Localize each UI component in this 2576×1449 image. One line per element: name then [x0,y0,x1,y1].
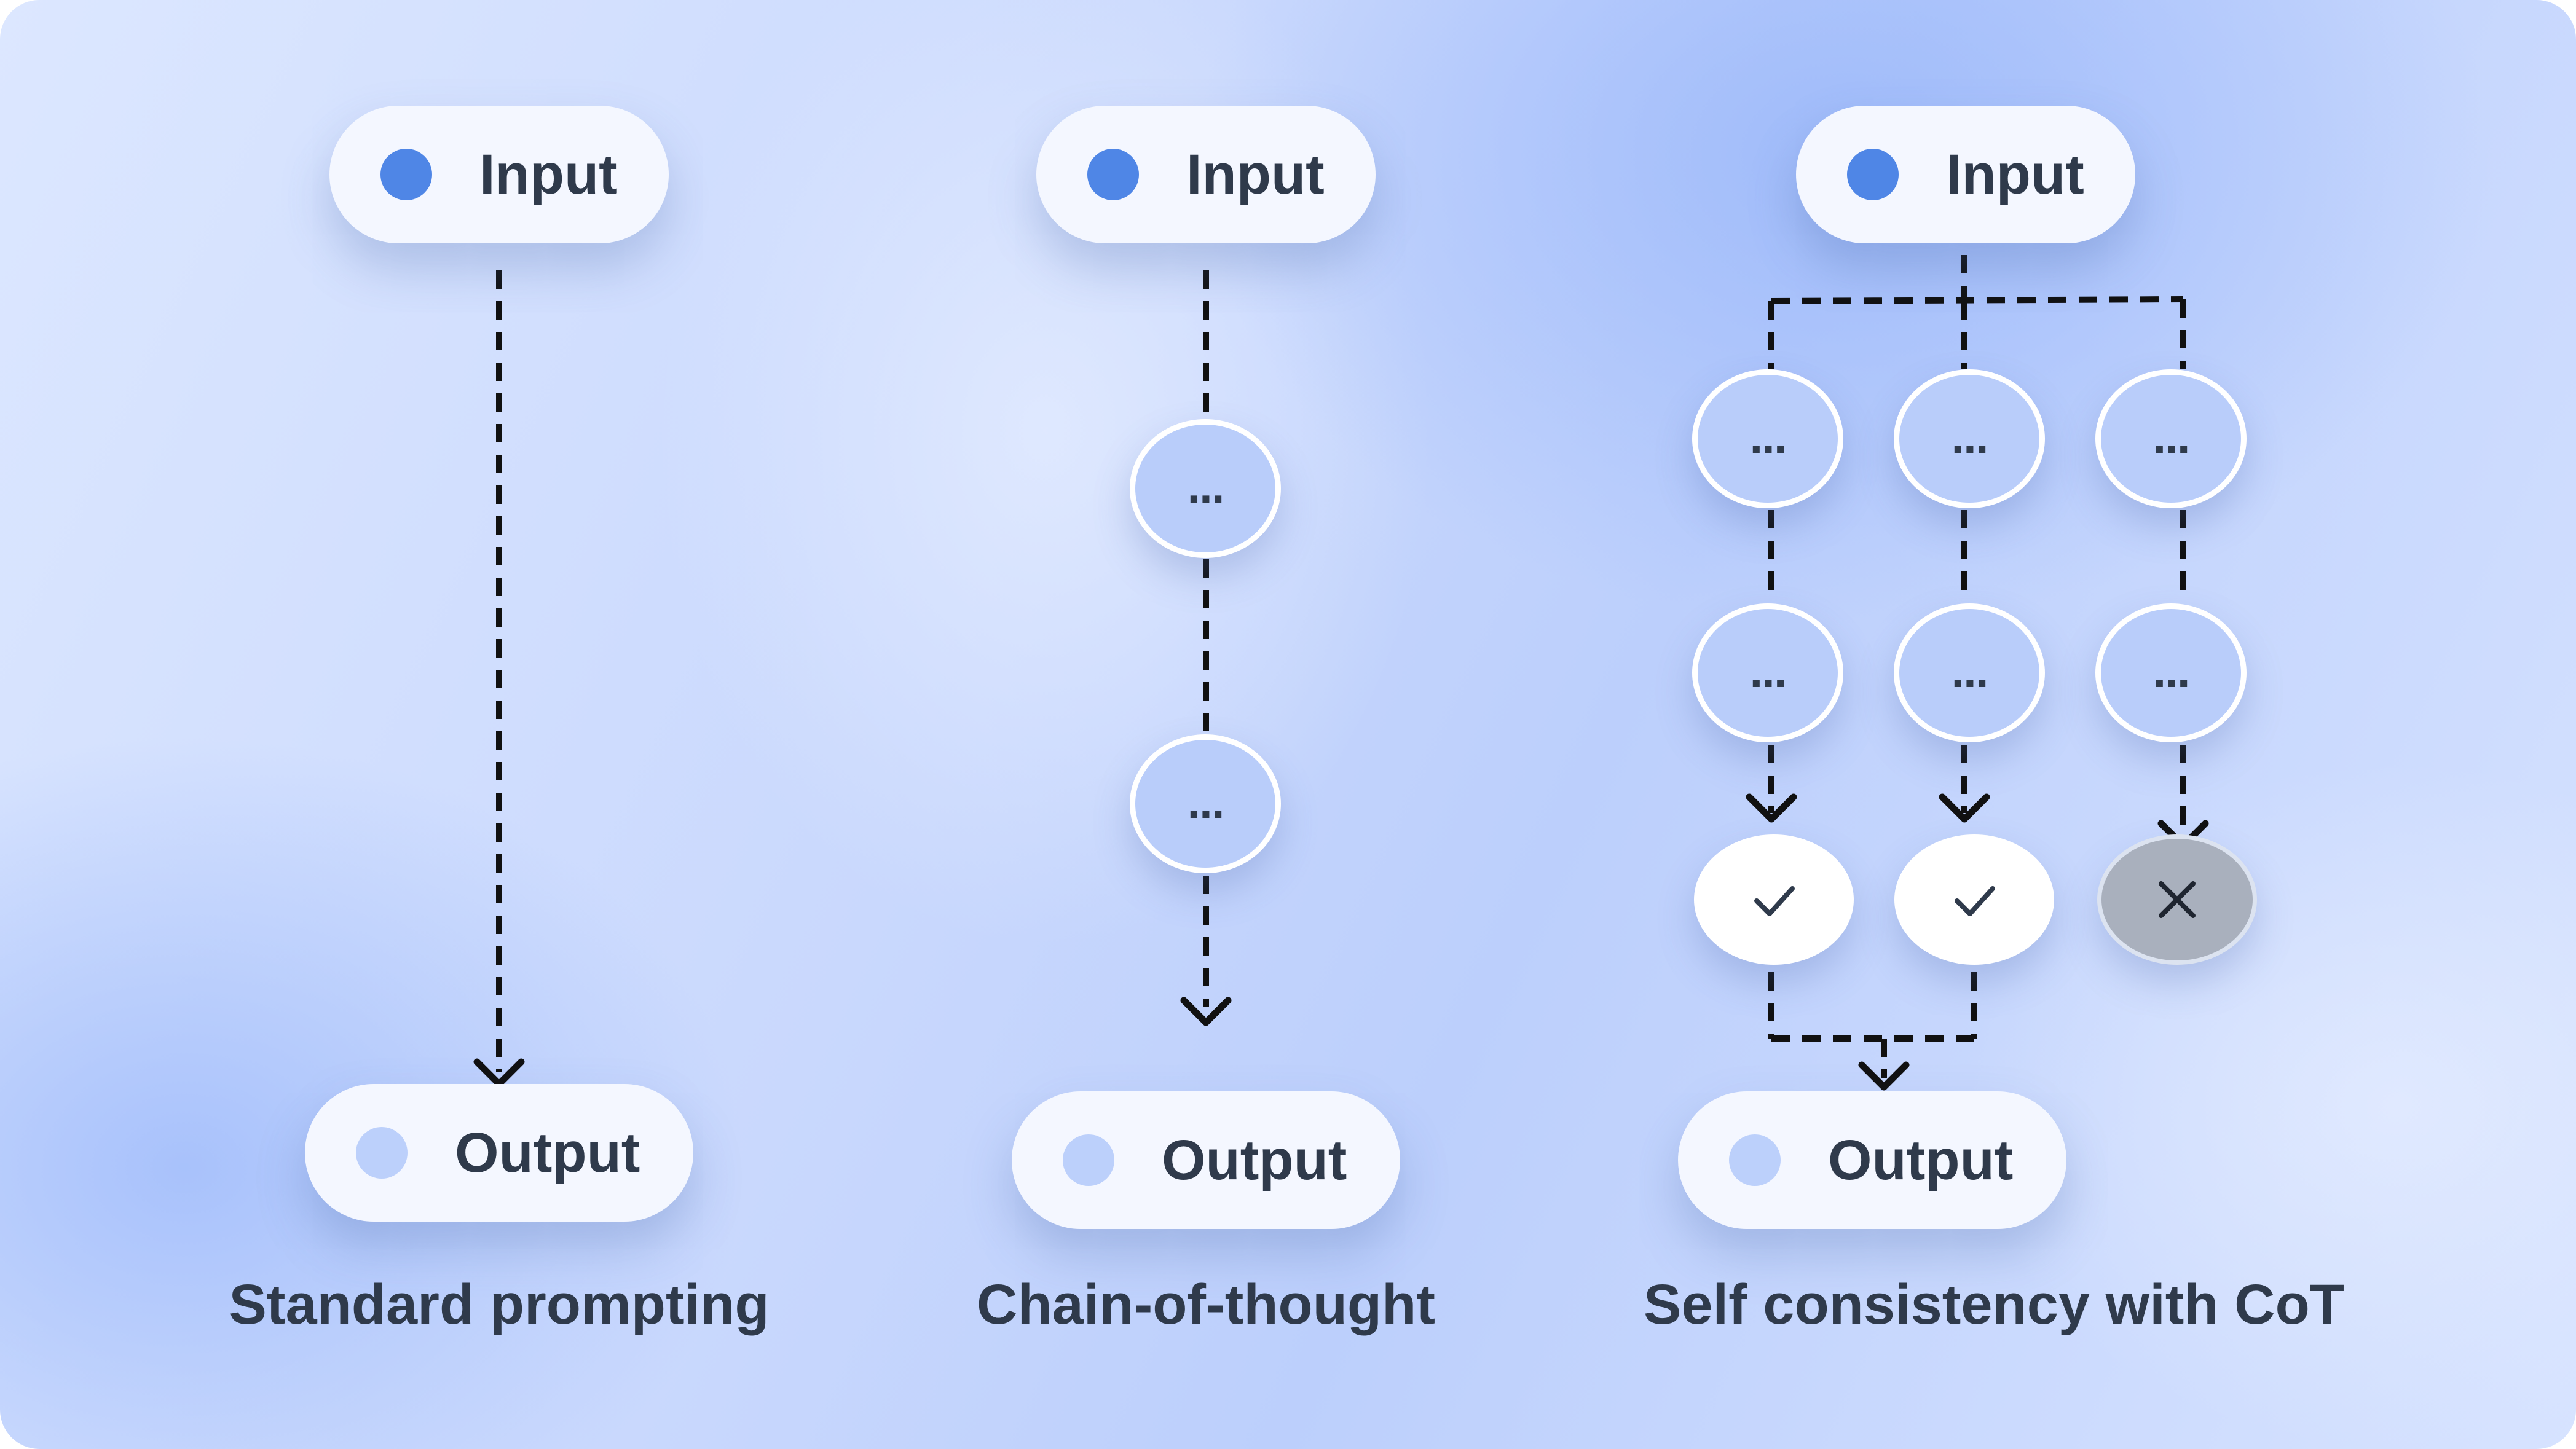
sc-input-label: Input [1946,143,2084,206]
sc-path1-step-bubble: ... [1692,369,1843,508]
cot-input-label: Input [1186,143,1325,206]
sc-caption: Self consistency with CoT [1644,1273,2344,1336]
sc-path1-step-bubble: ... [1692,603,1843,742]
ellipsis-text: ... [1951,643,1988,697]
sc-input-node: Input [1796,106,2135,243]
standard-input-label: Input [479,143,618,206]
input-dot-icon [1087,149,1139,200]
sc-path3-result-rejected [2097,834,2257,965]
cot-output-label: Output [1162,1129,1347,1192]
sc-path1-result-correct [1694,834,1854,965]
cot-output-node: Output [1012,1091,1400,1229]
ellipsis-text: ... [1749,643,1787,697]
cot-step-bubble: ... [1130,734,1281,873]
sc-path2-step-bubble: ... [1894,603,2045,742]
standard-output-label: Output [455,1121,640,1184]
output-dot-icon [1063,1134,1114,1186]
output-dot-icon [356,1127,408,1179]
sc-output-node: Output [1678,1091,2066,1229]
check-icon [1955,886,1995,916]
cot-caption: Chain-of-thought [977,1273,1435,1336]
cot-arrowhead [1180,997,1232,1026]
sc-arrowhead-1 [1746,793,1797,823]
sc-path3-step-bubble: ... [2095,369,2247,508]
standard-arrowhead [473,1058,525,1088]
input-dot-icon [380,149,432,200]
ellipsis-text: ... [1187,774,1224,828]
sc-path2-step-bubble: ... [1894,369,2045,508]
standard-input-node: Input [329,106,669,243]
ellipsis-text: ... [2153,409,2190,463]
ellipsis-text: ... [1951,409,1988,463]
standard-output-node: Output [305,1084,693,1222]
sc-arrowhead-2 [1939,793,1990,823]
ellipsis-text: ... [1187,459,1224,513]
cot-step-bubble: ... [1130,419,1281,558]
standard-caption: Standard prompting [229,1273,770,1336]
output-dot-icon [1729,1134,1781,1186]
sc-path2-result-correct [1894,834,2054,965]
input-dot-icon [1847,149,1899,200]
ellipsis-text: ... [1749,409,1787,463]
sc-output-label: Output [1828,1129,2014,1192]
sc-path3-step-bubble: ... [2095,603,2247,742]
sc-branch-bar [1771,296,2184,304]
cross-icon [2159,881,2196,918]
ellipsis-text: ... [2153,643,2190,697]
sc-merge-arrowhead [1858,1061,1910,1091]
check-icon [1754,886,1795,916]
cot-input-node: Input [1036,106,1376,243]
